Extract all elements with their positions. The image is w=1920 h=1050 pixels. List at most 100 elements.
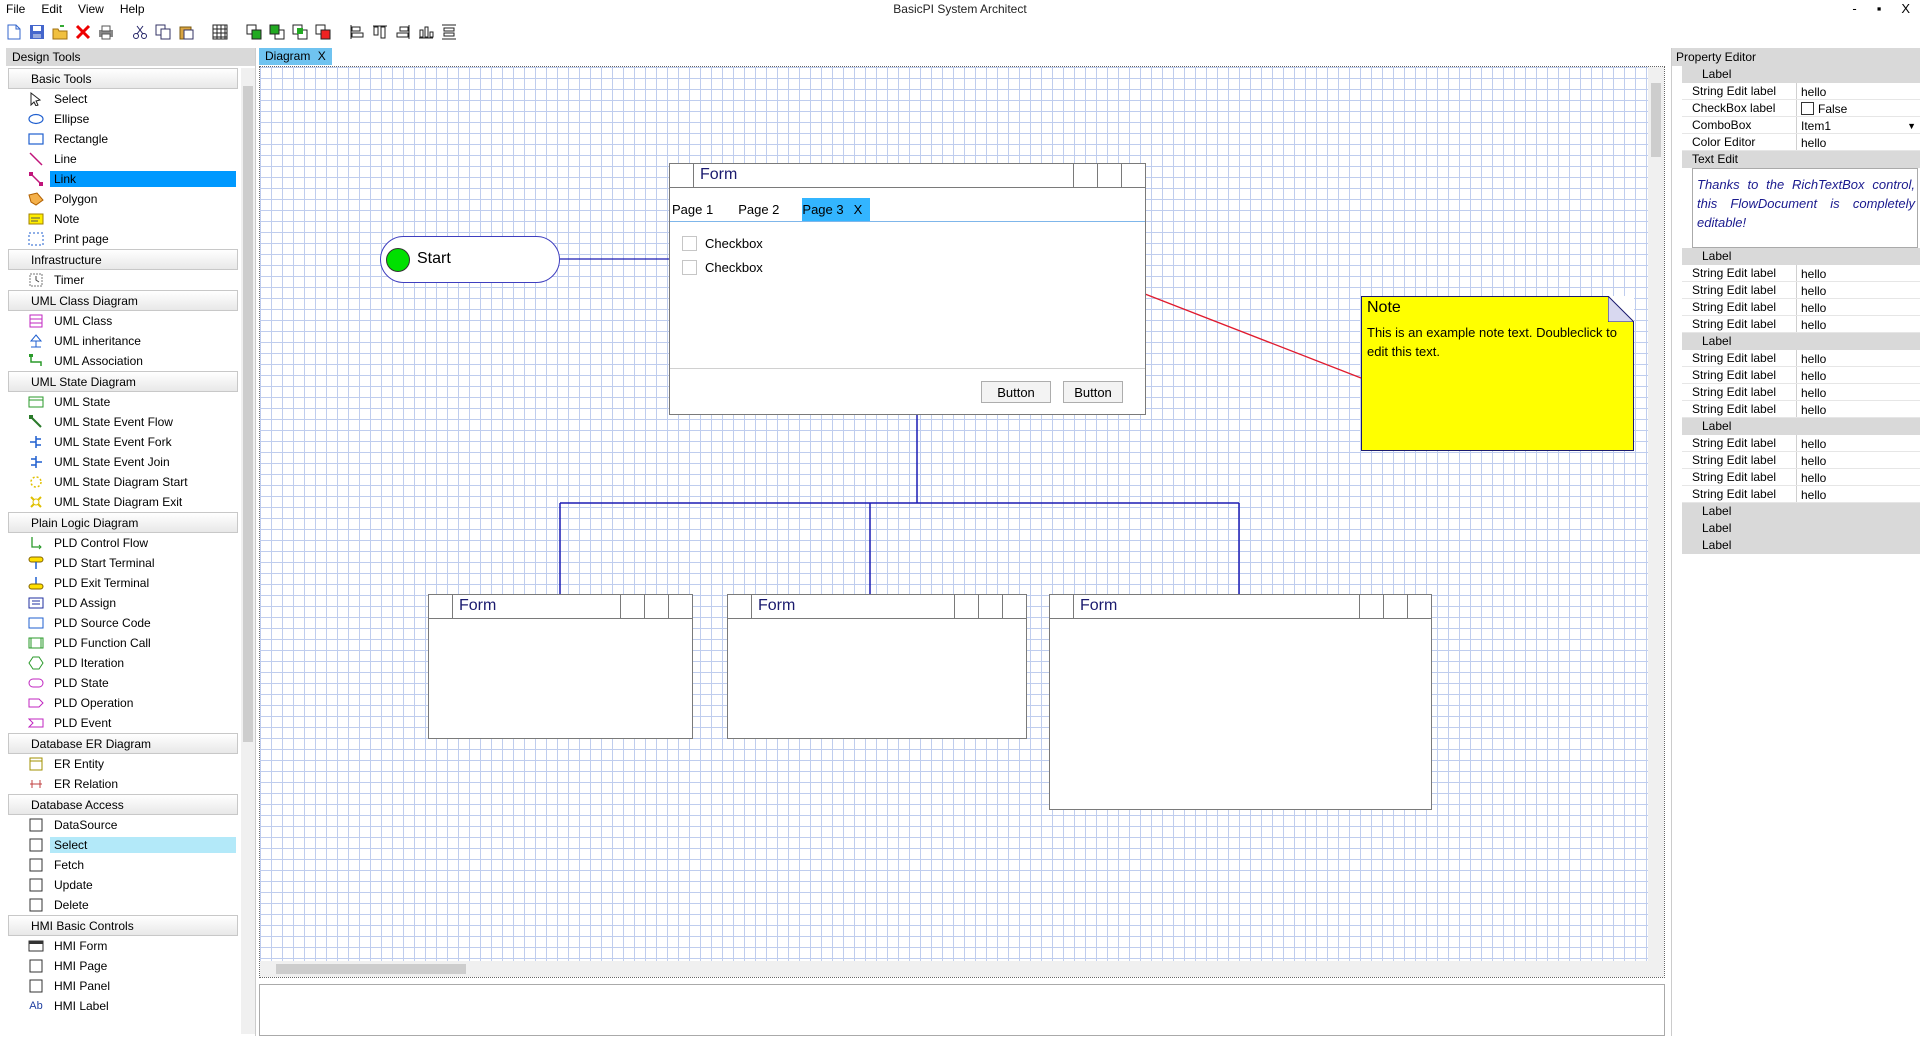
grid-icon[interactable] (210, 22, 230, 42)
rich-text-box[interactable]: Thanks to the RichTextBox control, this … (1692, 168, 1918, 248)
tool-polygon[interactable]: Polygon (6, 189, 240, 209)
tool-er-entity[interactable]: ER Entity (6, 754, 240, 774)
form-button-1[interactable]: Button (981, 381, 1051, 403)
property-group-label[interactable]: Label (1682, 503, 1920, 520)
canvas-hscroll-thumb[interactable] (276, 964, 466, 974)
category-uml-state-diagram[interactable]: UML State Diagram (8, 371, 238, 392)
tab-diagram[interactable]: Diagram X (259, 48, 332, 65)
menu-file[interactable]: File (6, 2, 26, 16)
tool-uml-class[interactable]: UML Class (6, 311, 240, 331)
tool-note[interactable]: Note (6, 209, 240, 229)
align-right-icon[interactable] (393, 22, 413, 42)
tool-pld-control-flow[interactable]: PLD Control Flow (6, 533, 240, 553)
output-pane[interactable] (259, 984, 1665, 1036)
delete-icon[interactable] (73, 22, 93, 42)
tool-list-scroll-thumb[interactable] (243, 86, 253, 742)
category-basic-tools[interactable]: Basic Tools (8, 68, 238, 89)
tool-hmi-page[interactable]: HMI Page (6, 956, 240, 976)
property-group-label[interactable]: Label (1682, 418, 1920, 435)
checkbox-1[interactable] (682, 236, 697, 251)
property-checkbox[interactable] (1801, 102, 1814, 115)
distribute-vertical-icon[interactable] (439, 22, 459, 42)
cut-icon[interactable] (130, 22, 150, 42)
form-minimize-button[interactable] (620, 595, 644, 618)
checkbox-row-1[interactable]: Checkbox (682, 236, 763, 251)
combobox-value[interactable]: Item1▼ (1796, 117, 1920, 133)
string-edit-value[interactable]: hello (1796, 83, 1920, 99)
child-form-2-header[interactable]: Form (728, 595, 1026, 619)
child-form-1-header[interactable]: Form (429, 595, 692, 619)
menu-help[interactable]: Help (119, 2, 145, 16)
property-group-label[interactable]: Label (1682, 333, 1920, 350)
tab-diagram-close[interactable]: X (317, 49, 326, 63)
menu-edit[interactable]: Edit (41, 2, 63, 16)
tool-list-scrollbar[interactable] (241, 68, 255, 1034)
open-icon[interactable] (50, 22, 70, 42)
tool-datasource[interactable]: DataSource (6, 815, 240, 835)
tool-select[interactable]: Select (6, 89, 240, 109)
tool-pld-event[interactable]: PLD Event (6, 713, 240, 733)
tool-uml-state-event-join[interactable]: UML State Event Join (6, 452, 240, 472)
canvas-horizontal-scrollbar[interactable] (260, 961, 1664, 977)
menu-view[interactable]: View (78, 2, 104, 16)
child-form-1[interactable]: Form (428, 594, 693, 739)
tool-link[interactable]: Link (6, 169, 240, 189)
form-maximize-button[interactable] (1097, 164, 1121, 187)
form-close-button[interactable] (1407, 595, 1431, 618)
copy-icon[interactable] (153, 22, 173, 42)
checkbox-row-2[interactable]: Checkbox (682, 260, 763, 275)
main-form-header[interactable]: Form (670, 164, 1145, 188)
tool-uml-state[interactable]: UML State (6, 392, 240, 412)
child-form-2[interactable]: Form (727, 594, 1027, 739)
form-button-2[interactable]: Button (1063, 381, 1123, 403)
tool-pld-assign[interactable]: PLD Assign (6, 593, 240, 613)
tool-pld-function-call[interactable]: PLD Function Call (6, 633, 240, 653)
form-maximize-button[interactable] (644, 595, 668, 618)
tool-pld-exit-terminal[interactable]: PLD Exit Terminal (6, 573, 240, 593)
tool-uml-association[interactable]: UML Association (6, 351, 240, 371)
tool-print-page[interactable]: Print page (6, 229, 240, 249)
tab-page-1[interactable]: Page 1 (672, 202, 714, 217)
category-hmi-basic-controls[interactable]: HMI Basic Controls (8, 915, 238, 936)
form-close-button[interactable] (1002, 595, 1026, 618)
note-shape[interactable]: Note This is an example note text. Doubl… (1361, 296, 1634, 451)
canvas-vscroll-thumb[interactable] (1651, 83, 1661, 157)
checkbox-2[interactable] (682, 260, 697, 275)
form-minimize-button[interactable] (1073, 164, 1097, 187)
tool-pld-source-code[interactable]: PLD Source Code (6, 613, 240, 633)
property-group-label[interactable]: Label (1682, 537, 1920, 554)
property-group-label[interactable]: Label (1682, 248, 1920, 265)
tool-uml-inheritance[interactable]: UML inheritance (6, 331, 240, 351)
bring-to-front-icon[interactable] (290, 22, 310, 42)
property-group-label[interactable]: Label (1682, 66, 1920, 83)
tool-uml-state-event-fork[interactable]: UML State Event Fork (6, 432, 240, 452)
form-close-button[interactable] (668, 595, 692, 618)
tool-ellipse[interactable]: Ellipse (6, 109, 240, 129)
tool-rectangle[interactable]: Rectangle (6, 129, 240, 149)
tool-uml-state-diagram-start[interactable]: UML State Diagram Start (6, 472, 240, 492)
category-uml-class-diagram[interactable]: UML Class Diagram (8, 290, 238, 311)
tool-update[interactable]: Update (6, 875, 240, 895)
distribute-horizontal-icon[interactable] (416, 22, 436, 42)
tool-fetch[interactable]: Fetch (6, 855, 240, 875)
form-close-button[interactable] (1121, 164, 1145, 187)
category-database-access[interactable]: Database Access (8, 794, 238, 815)
tool-er-relation[interactable]: ER Relation (6, 774, 240, 794)
tab-page-2[interactable]: Page 2 (738, 202, 780, 217)
